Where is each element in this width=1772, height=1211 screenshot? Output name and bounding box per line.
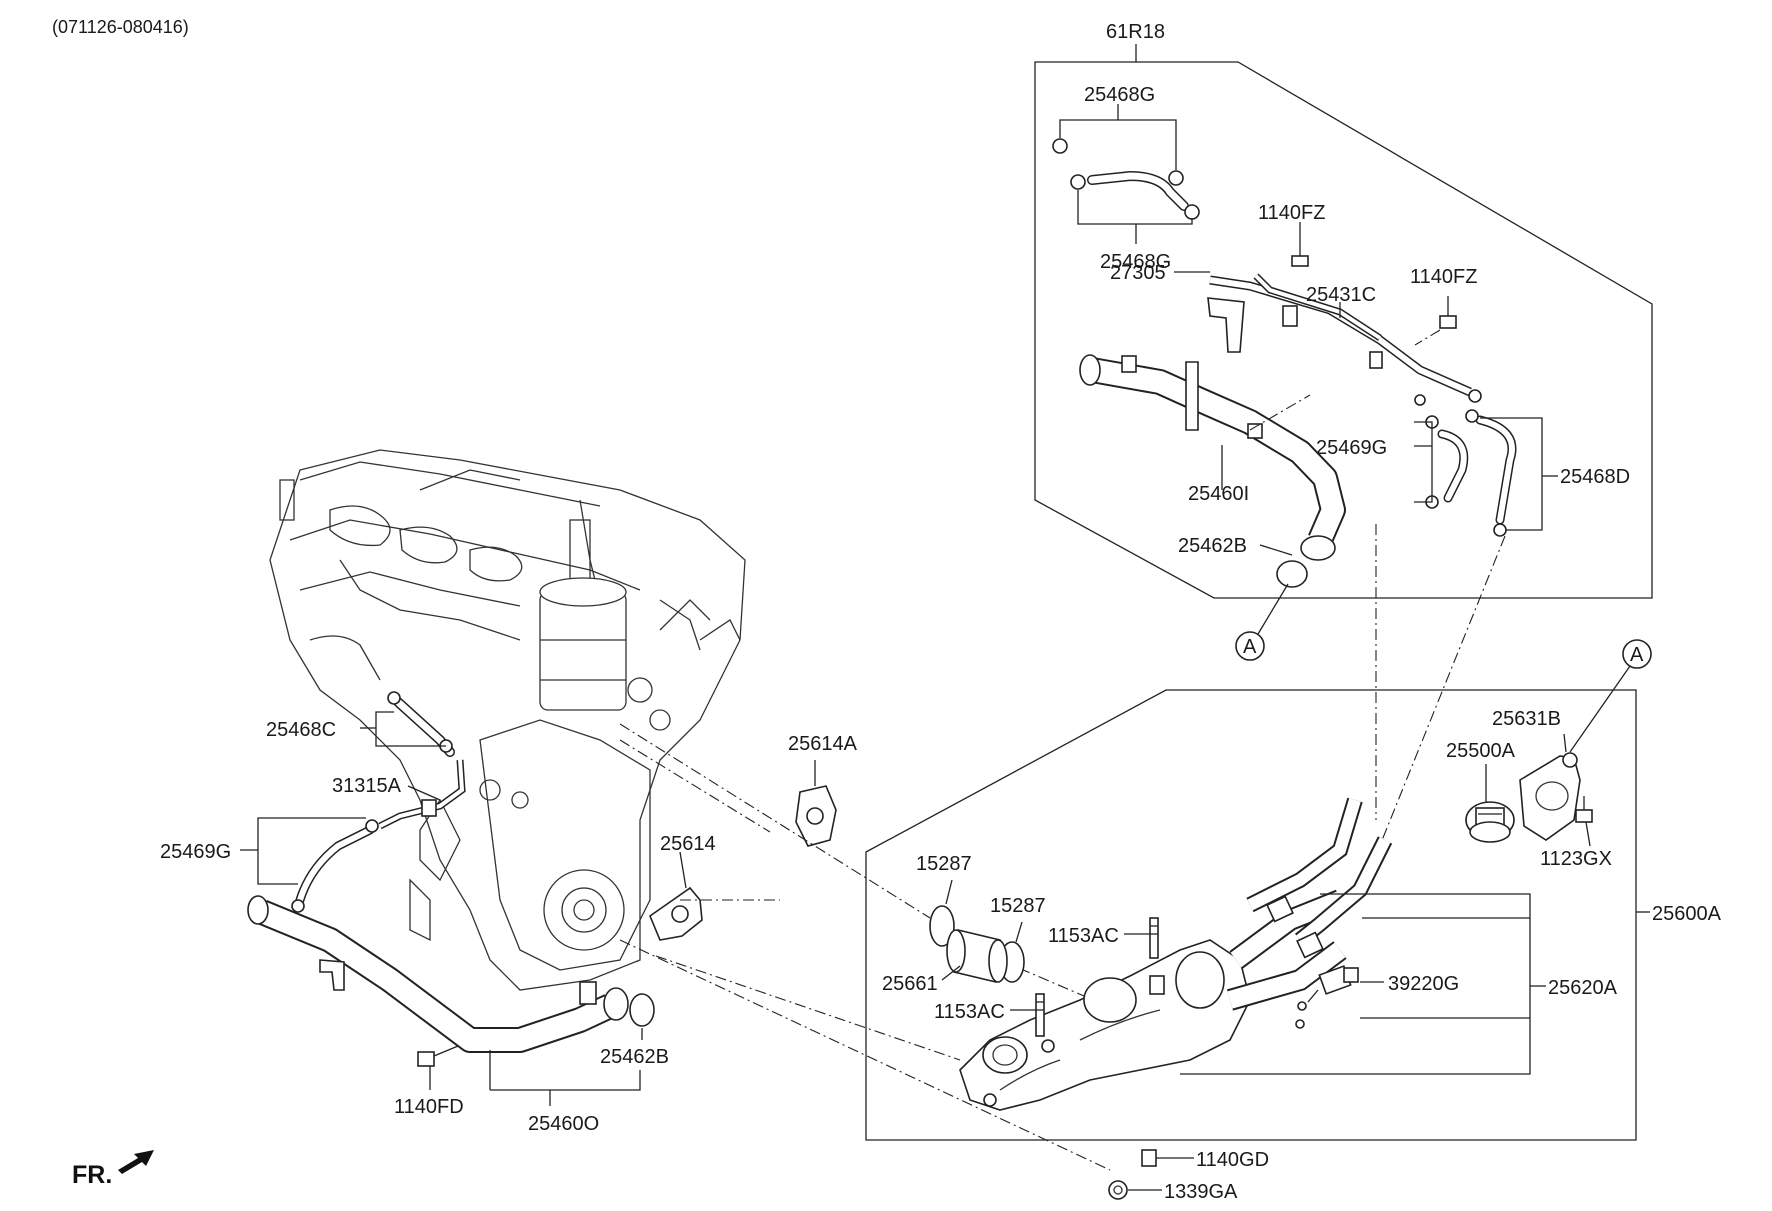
ref-a-upper: A <box>1235 583 1289 661</box>
oring-15287-a <box>929 905 955 947</box>
label-25462B-upper: 25462B <box>1178 535 1247 557</box>
label-15287-b: 15287 <box>990 895 1046 917</box>
oring-25462B-upper <box>1276 560 1308 588</box>
label-25462B-lower: 25462B <box>600 1046 669 1068</box>
label-25460I: 25460I <box>1188 483 1249 505</box>
stud-1153AC-a <box>1149 917 1159 959</box>
label-1140GD: 1140GD <box>1196 1149 1269 1171</box>
hose-25469G-lower <box>291 819 379 913</box>
svg-text:A: A <box>1243 636 1257 658</box>
pipe-25620A <box>1246 797 1393 959</box>
bolt-1140FD <box>417 1045 459 1067</box>
thermostat-25500A <box>1465 801 1515 843</box>
lower-group-25600A: 25600A <box>865 689 1722 1141</box>
label-25620A: 25620A <box>1548 977 1618 999</box>
gasket-25614 <box>649 886 703 941</box>
label-25468G-bottom: 25468G <box>1100 251 1171 273</box>
label-25431C: 25431C <box>1306 284 1376 306</box>
label-25469G-upper: 25469G <box>1316 437 1387 459</box>
label-27305: 27305 <box>1110 262 1166 284</box>
front-label: FR. <box>72 1161 112 1189</box>
bolt-1140FZ-a <box>1291 232 1309 267</box>
hose-25468D <box>1465 409 1517 537</box>
upper-group-outline <box>1034 61 1653 599</box>
oil-filter <box>539 591 627 711</box>
label-1339GA: 1339GA <box>1164 1181 1238 1203</box>
front-arrow-icon <box>118 1150 154 1174</box>
bolt-1140GD <box>1141 1149 1176 1167</box>
label-1140FD: 1140FD <box>394 1096 464 1118</box>
housing-25600A <box>959 889 1347 1111</box>
label-25631B: 25631B <box>1492 708 1561 730</box>
label-25468D: 25468D <box>1560 466 1630 488</box>
label-15287-a: 15287 <box>916 853 972 875</box>
label-1153AC-b: 1153AC <box>934 1001 1005 1023</box>
hose-25468G-bottom <box>1070 170 1200 220</box>
pipe-25661 <box>946 929 1008 983</box>
label-1140FZ-b: 1140FZ <box>1410 266 1477 288</box>
hose-25468G-top <box>1052 136 1184 186</box>
pipe-31315A <box>378 759 466 830</box>
label-1153AC-a: 1153AC <box>1048 925 1119 947</box>
bolt-1123GX <box>1575 796 1593 823</box>
oring-25462B-lower <box>629 993 655 1027</box>
label-31315A: 31315A <box>332 775 402 797</box>
label-25468G-top: 25468G <box>1084 84 1155 106</box>
label-25614A: 25614A <box>788 733 858 755</box>
stud-1153AC-b <box>1035 993 1045 1037</box>
crank-pulley <box>543 869 625 951</box>
label-25500A: 25500A <box>1446 740 1516 762</box>
bolt-1140FZ-b <box>1414 296 1457 346</box>
label-25468C: 25468C <box>266 719 336 741</box>
group-id-61R18: 61R18 <box>1106 21 1165 43</box>
pipe-25460I <box>1079 354 1346 561</box>
gasket-25614A <box>795 785 837 847</box>
front-direction-indicator: FR. <box>72 1150 154 1189</box>
sensor-39220G <box>1295 965 1359 1029</box>
label-25661: 25661 <box>882 973 938 995</box>
label-25469G-lower: 25469G <box>160 841 231 863</box>
hose-25468C <box>387 691 455 757</box>
ref-a-lower: A <box>1569 639 1652 753</box>
nut-1339GA <box>1108 1180 1128 1200</box>
lower-group-outline <box>865 689 1637 1141</box>
group-id-25600A: 25600A <box>1652 903 1722 925</box>
label-1140FZ-a: 1140FZ <box>1258 202 1325 224</box>
cover-25631B <box>1519 752 1581 841</box>
pipe-25460O <box>247 895 629 1053</box>
svg-text:A: A <box>1630 644 1644 666</box>
label-25614: 25614 <box>660 833 716 855</box>
label-39220G: 39220G <box>1388 973 1459 995</box>
bracket-27305 <box>1207 297 1245 353</box>
engine-block <box>269 449 746 991</box>
label-25460O: 25460O <box>528 1113 599 1135</box>
label-1123GX: 1123GX <box>1540 848 1612 870</box>
pipe-25431C <box>1209 273 1482 406</box>
date-range: (071126-080416) <box>52 17 189 37</box>
upper-group-61R18: 61R18 25468G 25468G 1140FZ <box>1034 21 1653 599</box>
